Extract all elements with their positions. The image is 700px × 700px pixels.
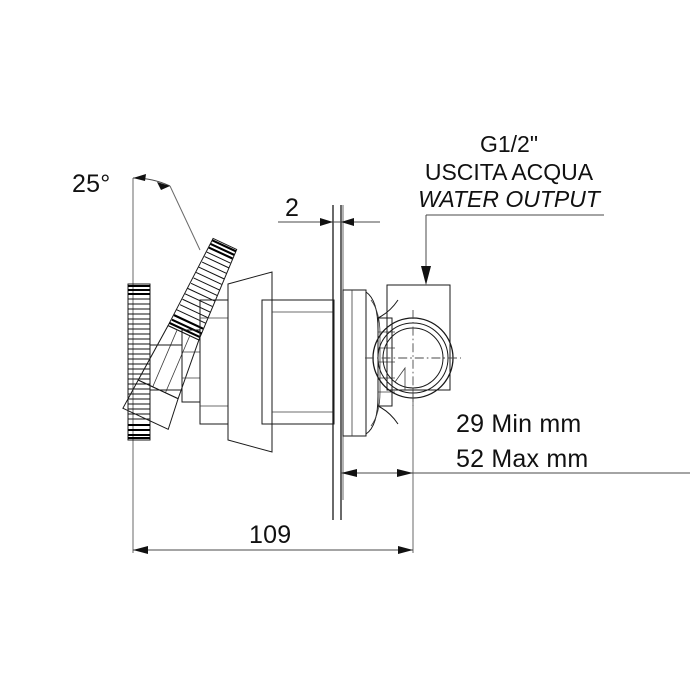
tilted-lever-inner-line-a bbox=[152, 329, 178, 388]
depth-dimension-group: 29 Min mm 52 Max mm bbox=[341, 410, 690, 477]
escutcheon-flange bbox=[342, 289, 367, 437]
neck-fillet-top bbox=[377, 299, 399, 319]
thickness-arrow-right bbox=[341, 218, 354, 226]
plate-thickness-text: 2 bbox=[285, 194, 299, 222]
vertical-lever-knurl bbox=[128, 284, 150, 440]
outlet-port bbox=[386, 284, 451, 391]
angle-arrow-end bbox=[157, 182, 170, 190]
overall-length-dimension-group: 109 bbox=[133, 521, 413, 554]
vertical-lever-body bbox=[127, 283, 151, 441]
tilted-lever-inner-line-b bbox=[165, 335, 191, 393]
callout-line-english: WATER OUTPUT bbox=[418, 186, 602, 212]
plate-thickness-dimension-group: 2 bbox=[278, 194, 380, 226]
depth-arrow-right bbox=[397, 469, 413, 477]
outlet-block bbox=[386, 284, 451, 391]
valve-cartridge-assembly bbox=[149, 271, 335, 453]
length-arrow-left bbox=[133, 546, 148, 554]
escutcheon-shoulder-inner bbox=[370, 299, 381, 427]
callout-leader-arrow bbox=[421, 266, 431, 285]
depth-min-text: 29 Min mm bbox=[456, 410, 581, 438]
depth-arrow-left bbox=[341, 469, 357, 477]
wall-surface-line bbox=[332, 205, 342, 520]
length-arrow-right bbox=[398, 546, 413, 554]
angle-reference-line bbox=[169, 185, 201, 251]
water-output-callout: G1/2" USCITA ACQUA WATER OUTPUT bbox=[418, 131, 604, 285]
thickness-arrow-left bbox=[320, 218, 333, 226]
outlet-internal-detail bbox=[394, 366, 406, 390]
tilted-lever-knurl bbox=[168, 239, 237, 339]
lever-handle-vertical bbox=[127, 283, 151, 441]
angle-arrow-start bbox=[133, 174, 146, 181]
depth-max-text: 52 Max mm bbox=[456, 445, 588, 473]
callout-line-italian: USCITA ACQUA bbox=[425, 159, 594, 185]
neck-fillet-bottom bbox=[377, 405, 399, 425]
overall-length-text: 109 bbox=[249, 521, 291, 549]
angle-dimension-group: 25° bbox=[72, 170, 201, 251]
callout-line-thread-size: G1/2" bbox=[480, 131, 538, 157]
angle-dimension-text: 25° bbox=[72, 170, 110, 198]
outlet-circles-group bbox=[365, 310, 461, 406]
valve-shroud bbox=[227, 271, 273, 453]
lever-handle-tilted bbox=[122, 237, 238, 431]
valve-body-sleeve bbox=[261, 299, 335, 425]
